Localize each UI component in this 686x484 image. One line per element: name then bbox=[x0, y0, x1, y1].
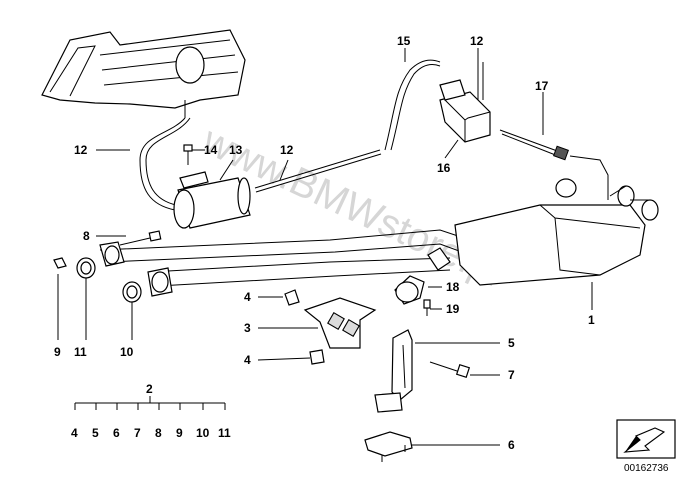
gasket-11-inner bbox=[80, 261, 92, 275]
document-id: 00162736 bbox=[624, 463, 669, 474]
callout-10: 10 bbox=[120, 345, 134, 359]
gasket-10-inner bbox=[126, 285, 138, 299]
kit-item: 7 bbox=[134, 426, 141, 440]
clamp-6 bbox=[364, 431, 413, 462]
callout-5: 5 bbox=[508, 336, 515, 350]
callout-4-lower: 4 bbox=[244, 353, 251, 367]
callout-17: 17 bbox=[535, 79, 549, 93]
fuel-vapor-line-outline bbox=[255, 153, 382, 193]
bolt-7 bbox=[429, 361, 471, 379]
rubber-mount bbox=[303, 297, 377, 349]
exhaust-pipe-upper bbox=[99, 229, 471, 263]
kit-item: 8 bbox=[155, 426, 162, 440]
direction-arrow-icon bbox=[616, 419, 676, 459]
callout-9: 9 bbox=[54, 345, 61, 359]
callout-18: 18 bbox=[446, 280, 460, 294]
bolt-8 bbox=[119, 230, 162, 246]
kit-items-row: 4 5 6 7 8 9 10 11 bbox=[71, 426, 231, 440]
leader-lines bbox=[57, 48, 593, 446]
flange-lower bbox=[147, 267, 173, 297]
callout-12-right: 12 bbox=[470, 34, 484, 48]
bolt-14 bbox=[183, 144, 193, 165]
intake-manifold bbox=[41, 29, 246, 118]
callout-4-upper: 4 bbox=[244, 290, 251, 304]
kit-item: 6 bbox=[113, 426, 120, 440]
callout-11: 11 bbox=[74, 345, 87, 359]
callout-12-center: 12 bbox=[280, 143, 294, 157]
callout-2: 2 bbox=[146, 382, 153, 396]
callout-16: 16 bbox=[437, 161, 451, 175]
callout-6: 6 bbox=[508, 438, 515, 452]
fuel-vapor-line bbox=[254, 149, 381, 189]
callout-7: 7 bbox=[508, 368, 515, 382]
kit-item: 11 bbox=[218, 426, 231, 440]
vacuum-hose-left bbox=[139, 117, 186, 211]
callout-1: 1 bbox=[588, 313, 595, 327]
callout-15: 15 bbox=[397, 34, 411, 48]
charcoal-canister bbox=[173, 171, 251, 229]
kit-item: 9 bbox=[176, 426, 183, 440]
kit-item: 5 bbox=[92, 426, 99, 440]
oxygen-sensor bbox=[499, 129, 609, 200]
vacuum-hose-left-outline bbox=[145, 117, 191, 206]
nut-4-lower bbox=[309, 349, 325, 365]
bracket-small bbox=[427, 247, 451, 271]
purge-valve bbox=[439, 79, 491, 143]
rear-muffler bbox=[454, 185, 659, 286]
nut-4-upper bbox=[284, 289, 300, 306]
callout-19: 19 bbox=[446, 302, 460, 316]
callout-12-left: 12 bbox=[74, 143, 88, 157]
flange-upper bbox=[99, 241, 125, 267]
clamp-18 bbox=[394, 275, 425, 305]
kit-item: 4 bbox=[71, 426, 78, 440]
exhaust-pipe-lower bbox=[149, 257, 451, 287]
bracket-5 bbox=[374, 329, 413, 413]
callout-3: 3 bbox=[244, 321, 251, 335]
hose-15-outline bbox=[390, 64, 441, 151]
hose-15 bbox=[384, 59, 441, 151]
callout-13: 13 bbox=[229, 143, 243, 157]
kit-item: 10 bbox=[196, 426, 210, 440]
callout-8: 8 bbox=[83, 229, 90, 243]
nut-9 bbox=[53, 257, 67, 269]
callout-14: 14 bbox=[204, 143, 218, 157]
bolt-19 bbox=[423, 299, 431, 316]
